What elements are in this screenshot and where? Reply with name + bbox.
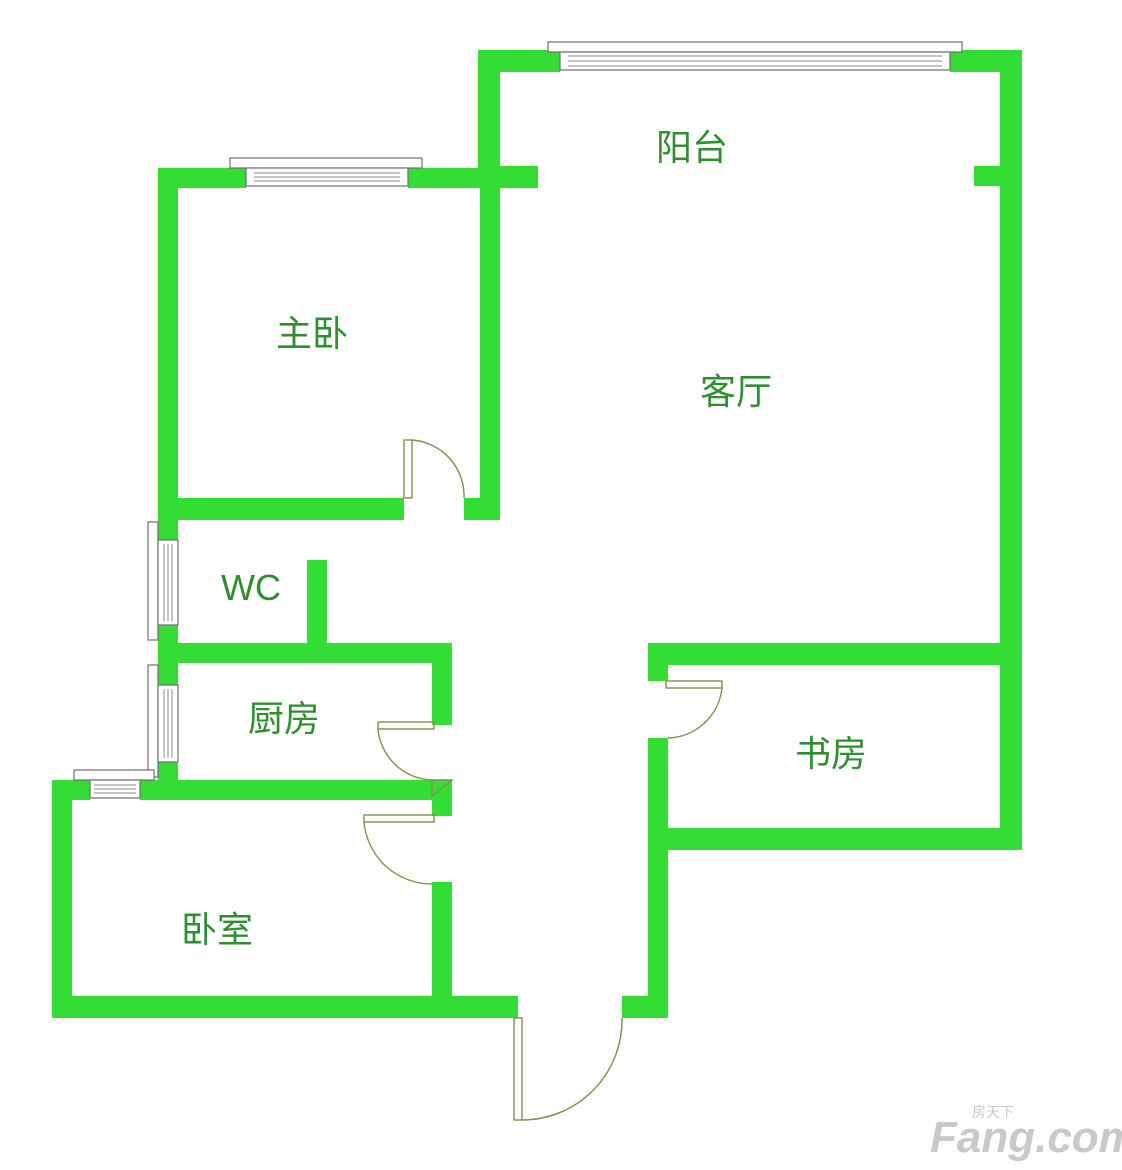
watermark-sub: 房天下 (972, 1105, 1014, 1121)
wall-wc-west-top (158, 520, 178, 540)
label-kitchen: 厨房 (248, 699, 320, 740)
windows (73, 41, 963, 799)
wall-south-left (52, 996, 518, 1018)
door-bedroom (363, 814, 435, 885)
wall-master-bottom-left (158, 498, 404, 520)
window-master-bedroom (229, 157, 423, 187)
wall-study-west-lower (648, 738, 668, 1018)
wall-master-top-left (158, 168, 246, 188)
wall-wc-bottom (158, 643, 452, 663)
room-labels: 阳台 主卧 客厅 WC 厨房 书房 卧室 (181, 128, 867, 951)
door-master-bedroom (403, 439, 465, 499)
label-living-room: 客厅 (700, 372, 772, 413)
watermark: 房天下 Fang.com (930, 1105, 1122, 1162)
doors (363, 439, 723, 1121)
wall-bedroom-east (432, 882, 452, 1018)
wall-balcony-stub-right (974, 166, 1022, 186)
wall-study-bottom (648, 828, 1022, 850)
door-corner-mark (431, 779, 454, 798)
walls (52, 50, 1022, 1018)
door-study (665, 680, 723, 739)
window-bedroom (73, 769, 155, 799)
wall-kitchen-east-upper (432, 643, 452, 725)
label-bedroom: 卧室 (181, 910, 253, 951)
wall-west-upper (158, 168, 178, 523)
label-wc: WC (221, 567, 281, 608)
window-wc (147, 521, 179, 641)
wall-wc-partition (307, 560, 327, 660)
wall-master-east (480, 168, 500, 520)
label-balcony: 阳台 (656, 128, 728, 169)
wall-bedroom-top-mid (140, 780, 180, 800)
window-balcony (547, 41, 963, 71)
watermark-brand: Fang.com (930, 1113, 1122, 1162)
wall-study-west-upper (648, 643, 668, 681)
wall-bedroom-west (52, 780, 72, 1018)
door-entrance (513, 1017, 623, 1121)
wall-balcony-left (478, 50, 500, 188)
label-study: 书房 (795, 734, 867, 775)
label-master-bedroom: 主卧 (276, 314, 348, 355)
wall-study-top (648, 643, 1022, 665)
door-kitchen (377, 721, 435, 781)
wall-kitchen-bottom (158, 780, 432, 800)
wall-kitchen-east-lower (432, 780, 452, 816)
wall-master-top-right (408, 168, 500, 188)
wall-master-bottom-right (464, 498, 500, 520)
